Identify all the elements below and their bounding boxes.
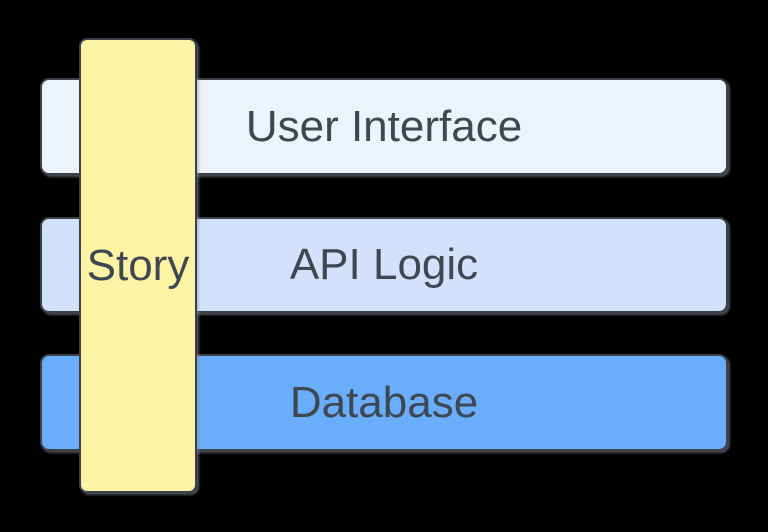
layer-label-database: Database [289,377,479,427]
layer-label-user-interface: User Interface [245,101,523,151]
layer-label-api-logic: API Logic [289,240,479,289]
story-vertical-bar: Story [79,38,197,493]
layer-box-api-logic: API Logic [40,217,728,313]
story-label: Story [86,240,190,290]
